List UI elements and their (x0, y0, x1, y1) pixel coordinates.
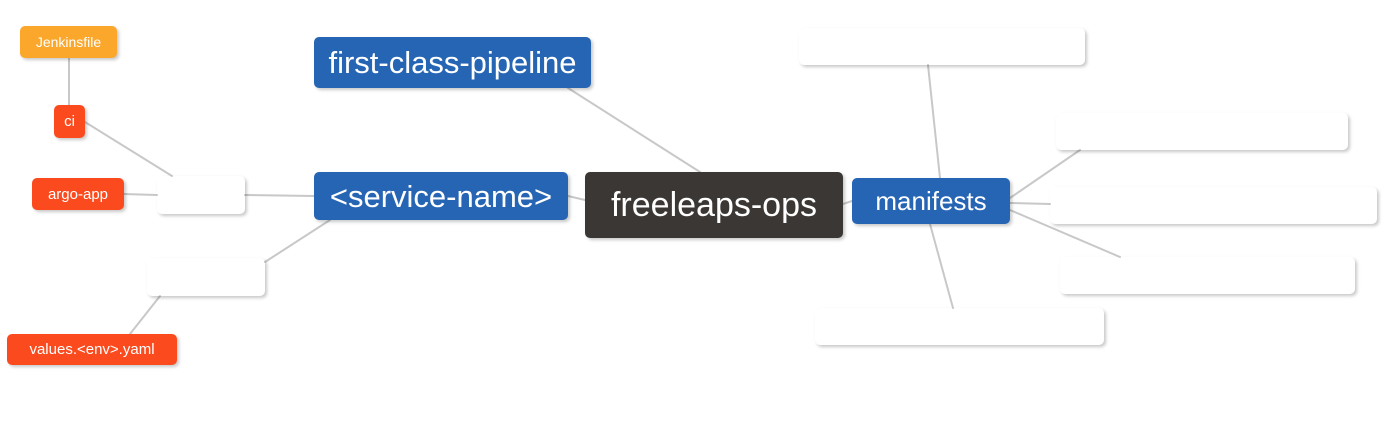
node-label-ci: ci (64, 113, 75, 130)
node-label-env: <env> (170, 182, 232, 207)
mindmap-node-manifests[interactable]: manifests (852, 178, 1010, 224)
mindmap-node-argo-app[interactable]: argo-app (32, 178, 124, 210)
node-label-service-name: <service-name> (329, 178, 553, 214)
mindmap-node-service-name[interactable]: <service-name> (314, 172, 568, 220)
edge-helm-pkg-to-values-env-yaml (129, 295, 161, 335)
node-label-manifests: manifests (875, 186, 987, 216)
mindmap-node-first-class-pipeline[interactable]: first-class-pipeline (314, 37, 591, 88)
edge-env-to-argo-app (123, 193, 158, 196)
node-label-jenkinsfile: Jenkinsfile (35, 34, 102, 50)
mindmap-node-freeleaps-controls-system[interactable]: freeleaps-controls-system (1060, 257, 1355, 294)
mindmap-node-freeleaps-monitoring-system[interactable]: freeleaps-monitoring-system (1050, 187, 1377, 224)
edge-service-name-to-helm-pkg (264, 219, 331, 263)
mindmap-node-freeleaps-network-system[interactable]: freeleaps-network-system (1056, 113, 1348, 150)
mindmap-node-values-env-yaml[interactable]: values.<env>.yaml (7, 334, 177, 365)
node-label-argo-app: argo-app (47, 185, 109, 203)
node-label-freeleaps-ops: freeleaps-ops (610, 186, 817, 224)
edge-service-name-to-env (244, 194, 315, 197)
node-label-helm-pkg: helm-pkg (160, 264, 252, 289)
mindmap-node-env[interactable]: <env> (157, 176, 245, 214)
edge-freeleaps-ops-to-manifests (842, 200, 853, 205)
edge-env-to-ci (84, 121, 173, 177)
mindmap-node-freeleaps-ops[interactable]: freeleaps-ops (585, 172, 843, 238)
mindmap-node-freeleaps-storage-system[interactable]: freeleaps-storage-system (815, 308, 1104, 345)
edge-manifests-to-freeleaps-devops-system (927, 64, 941, 179)
edge-manifests-to-freeleaps-monitoring-system (1009, 202, 1051, 205)
node-label-freeleaps-network-system: freeleaps-network-system (1076, 118, 1328, 144)
node-label-freeleaps-devops-system: freeleaps-devops-system (819, 33, 1065, 59)
node-label-first-class-pipeline: first-class-pipeline (328, 45, 577, 80)
mindmap-node-helm-pkg[interactable]: helm-pkg (147, 258, 265, 296)
edge-freeleaps-ops-to-service-name (567, 195, 586, 201)
mindmap-node-jenkinsfile[interactable]: Jenkinsfile (20, 26, 117, 58)
node-label-values-env-yaml: values.<env>.yaml (29, 341, 155, 358)
node-label-freeleaps-storage-system: freeleaps-storage-system (835, 313, 1084, 339)
mindmap-node-ci[interactable]: ci (54, 105, 85, 138)
node-label-freeleaps-controls-system: freeleaps-controls-system (1081, 262, 1334, 288)
edge-manifests-to-freeleaps-storage-system (929, 223, 954, 309)
node-label-freeleaps-monitoring-system: freeleaps-monitoring-system (1074, 192, 1353, 218)
mindmap-node-freeleaps-devops-system[interactable]: freeleaps-devops-system (799, 28, 1085, 65)
edge-first-class-pipeline-to-freeleaps-ops (567, 87, 701, 173)
